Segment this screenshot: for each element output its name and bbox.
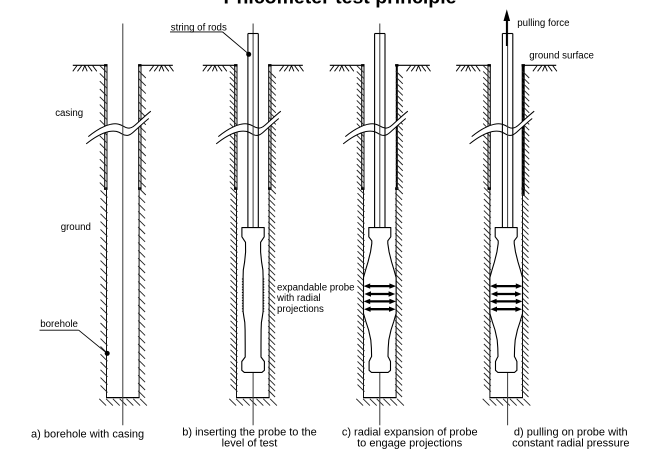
svg-text:a) borehole with casing: a) borehole with casing xyxy=(31,428,144,440)
svg-text:casing: casing xyxy=(55,108,83,119)
svg-text:string of rods: string of rods xyxy=(171,23,227,34)
svg-text:constant radial pressure: constant radial pressure xyxy=(512,437,629,449)
svg-text:b) inserting the probe to the: b) inserting the probe to the xyxy=(182,426,317,438)
svg-text:level of test: level of test xyxy=(222,437,278,449)
svg-text:to engage projections: to engage projections xyxy=(357,437,463,449)
svg-text:ground surface: ground surface xyxy=(529,51,594,62)
svg-text:c) radial expansion of probe: c) radial expansion of probe xyxy=(342,426,478,438)
svg-text:expandable probe: expandable probe xyxy=(277,282,355,293)
svg-text:Phicometer test principle: Phicometer test principle xyxy=(224,0,457,8)
svg-text:borehole: borehole xyxy=(40,319,78,330)
svg-text:d) pulling on probe with: d) pulling on probe with xyxy=(514,426,628,438)
svg-text:pulling force: pulling force xyxy=(517,18,569,29)
svg-text:projections: projections xyxy=(277,304,324,315)
svg-text:with radial: with radial xyxy=(276,293,321,304)
svg-text:ground: ground xyxy=(61,222,91,233)
